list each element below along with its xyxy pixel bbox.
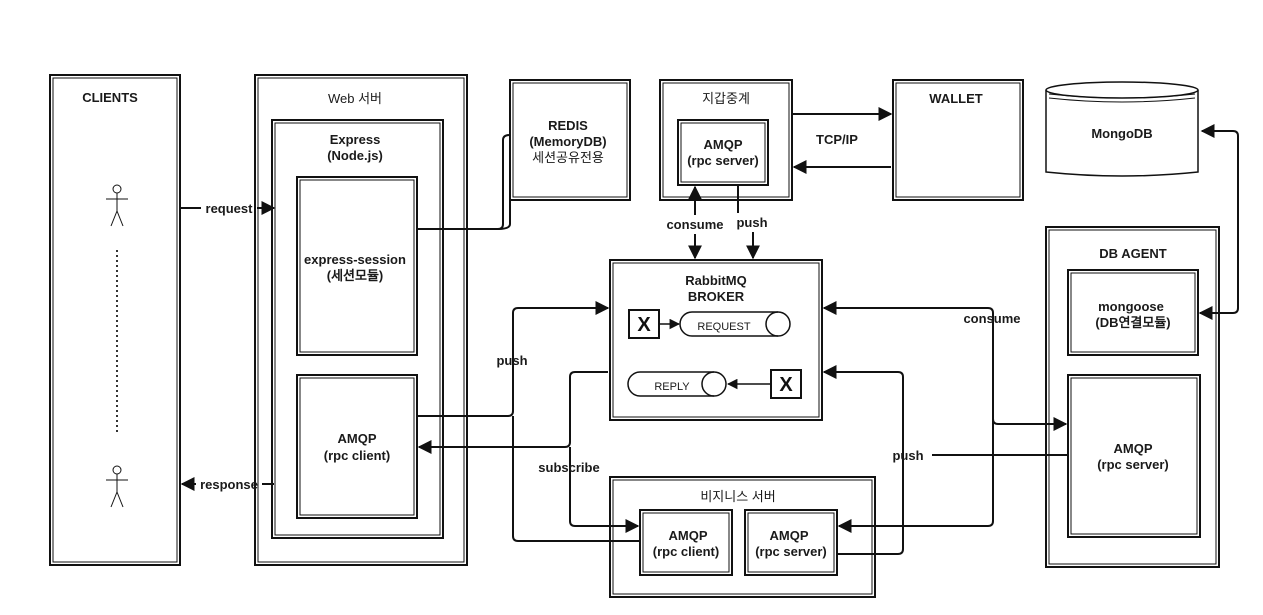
push-right-arrow-to-broker [822, 365, 904, 555]
mongoose-mongodb-arrow [1198, 124, 1239, 320]
request-queue-label: REQUEST [697, 321, 750, 333]
reply-exchange: X [770, 369, 802, 399]
subscribe-arrow-to-business [569, 447, 640, 533]
broker-line1: RabbitMQ [685, 273, 746, 288]
db-agent-title: DB AGENT [1099, 246, 1166, 261]
push-right-label: push [892, 448, 923, 463]
clients-title: CLIENTS [82, 90, 138, 105]
reply-exchange-glyph: X [779, 374, 793, 396]
request-label: request [206, 201, 254, 216]
clients-box: CLIENTS [49, 74, 181, 566]
web-amqp-client-box: AMQP (rpc client) [296, 374, 418, 519]
business-amqp-client-box: AMQP (rpc client) [639, 509, 733, 576]
session-redis-line-2 [497, 168, 511, 230]
wallet-title: WALLET [929, 91, 982, 106]
redis-line3: 세션공유전용 [532, 150, 604, 165]
wallet-relay-amqp-line1: AMQP [704, 137, 743, 152]
mongoose-line1: mongoose [1098, 299, 1164, 314]
express-session-line2: (세션모듈) [327, 268, 384, 283]
wallet-relay-amqp-box: AMQP (rpc server) [677, 119, 769, 186]
business-server-title: 비지니스 서버 [700, 489, 775, 504]
push-left-label: push [496, 353, 527, 368]
tcpip-label: TCP/IP [816, 132, 858, 147]
push-top-label: push [736, 215, 767, 230]
db-agent-amqp-line1: AMQP [1114, 441, 1153, 456]
reply-queue-label: REPLY [654, 381, 690, 393]
response-label: response [200, 477, 258, 492]
subscribe-label: subscribe [538, 460, 599, 475]
wallet-box: WALLET [892, 79, 1024, 201]
consume-right-arrow-to-broker [822, 301, 1066, 425]
mongoose-box: mongoose (DB연결모듈) [1067, 269, 1199, 356]
db-agent-amqp-line2: (rpc server) [1097, 457, 1169, 472]
subscribe-arrow-to-web [417, 371, 608, 454]
mongoose-line2: (DB연결모듈) [1095, 315, 1170, 330]
mongodb-cylinder: MongoDB [1045, 81, 1199, 177]
business-client-push-line [512, 416, 640, 542]
consume-right-label: consume [963, 311, 1020, 326]
user-bottom-icon [106, 465, 128, 508]
express-session-line1: express-session [304, 252, 406, 267]
mongodb-title: MongoDB [1091, 126, 1152, 141]
web-amqp-line1: AMQP [338, 431, 377, 446]
consume-top-label: consume [666, 217, 723, 232]
business-client-line1: AMQP [669, 528, 708, 543]
request-exchange: X [628, 309, 660, 339]
redis-line1: REDIS [548, 118, 588, 133]
wallet-relay-title: 지갑중계 [702, 91, 750, 106]
business-server-line2: (rpc server) [755, 544, 827, 559]
web-amqp-line2: (rpc client) [324, 448, 390, 463]
redis-line2: (MemoryDB) [529, 134, 606, 149]
consume-right-arrow-to-business [837, 419, 994, 533]
express-line2: (Node.js) [327, 148, 383, 163]
express-line1: Express [330, 132, 381, 147]
reply-queue: REPLY [627, 371, 727, 397]
web-server-title: Web 서버 [328, 91, 382, 106]
web-push-arrow [417, 301, 610, 417]
business-server-line1: AMQP [770, 528, 809, 543]
db-agent-amqp-box: AMQP (rpc server) [1067, 374, 1201, 538]
request-queue: REQUEST [679, 311, 791, 337]
request-exchange-glyph: X [637, 314, 651, 336]
user-top-icon [106, 184, 128, 227]
business-amqp-server-box: AMQP (rpc server) [744, 509, 838, 576]
business-client-line2: (rpc client) [653, 544, 719, 559]
express-session-box: express-session (세션모듈) [296, 176, 418, 356]
broker-line2: BROKER [688, 289, 745, 304]
redis-box: REDIS (MemoryDB) 세션공유전용 [509, 79, 631, 201]
wallet-relay-amqp-line2: (rpc server) [687, 153, 759, 168]
